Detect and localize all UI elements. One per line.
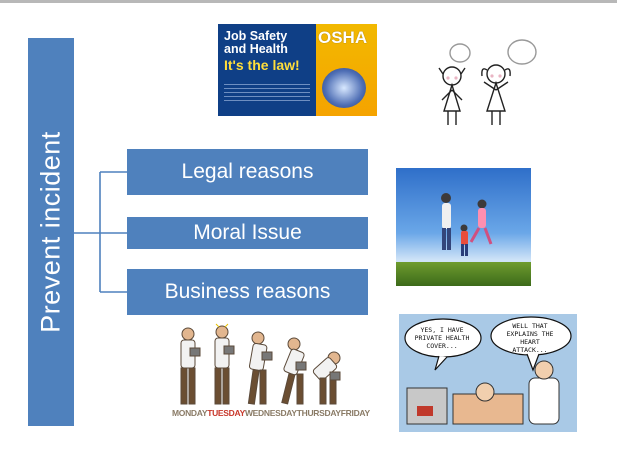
osha-poster-tagline: It's the law! — [224, 57, 300, 73]
day-label-tuesday: TUESDAY — [207, 408, 245, 418]
osha-fine-print — [224, 84, 310, 104]
worker-wednesday — [247, 331, 273, 405]
osha-logo: OSHA — [318, 28, 368, 47]
root-node-box — [28, 38, 74, 426]
hospital-cartoon-image: YES, I HAVE PRIVATE HEALTH COVER... WELL… — [399, 314, 577, 432]
family-jumping-image — [396, 168, 531, 286]
day-labels: MONDAY TUESDAY WEDNESDAY THURSDAY FRIDAY — [172, 408, 370, 418]
branch-moral-issue: Moral Issue — [127, 217, 368, 249]
branch-moral-label: Moral Issue — [193, 221, 302, 244]
worker-monday — [180, 327, 201, 405]
cartoon-drawing — [404, 316, 572, 425]
family-figures — [441, 193, 493, 256]
osha-poster-title: Job Safety and Health — [224, 30, 288, 56]
osha-poster-illustration — [322, 68, 366, 108]
osha-title-line2: and Health — [224, 42, 288, 56]
day-label-wednesday: WEDNESDAY — [244, 408, 297, 418]
day-label-thursday: THURSDAY — [296, 408, 341, 418]
cartoon-speech-bubble-doctor: WELL THAT EXPLAINS THE HEART ATTACK... — [506, 322, 554, 354]
cartoon-speech-bubble-patient: YES, I HAVE PRIVATE HEALTH COVER... — [414, 326, 470, 350]
top-rule — [0, 0, 617, 3]
workers-week-image — [180, 323, 341, 405]
worker-tuesday — [214, 323, 235, 405]
day-label-monday: MONDAY — [172, 408, 208, 418]
day-label-friday: FRIDAY — [340, 408, 370, 418]
branch-legal-reasons: Legal reasons — [127, 149, 368, 195]
worker-friday — [312, 351, 341, 405]
branch-business-label: Business reasons — [164, 280, 331, 303]
osha-title-line1: Job Safety — [224, 29, 288, 43]
kids-sketch-image — [438, 39, 537, 125]
family-image-grass — [396, 262, 531, 286]
branch-legal-label: Legal reasons — [181, 160, 314, 183]
worker-thursday — [281, 337, 307, 405]
branch-business-reasons: Business reasons — [127, 269, 368, 315]
osha-poster-image: Job Safety and Health It's the law! OSHA — [218, 24, 377, 116]
